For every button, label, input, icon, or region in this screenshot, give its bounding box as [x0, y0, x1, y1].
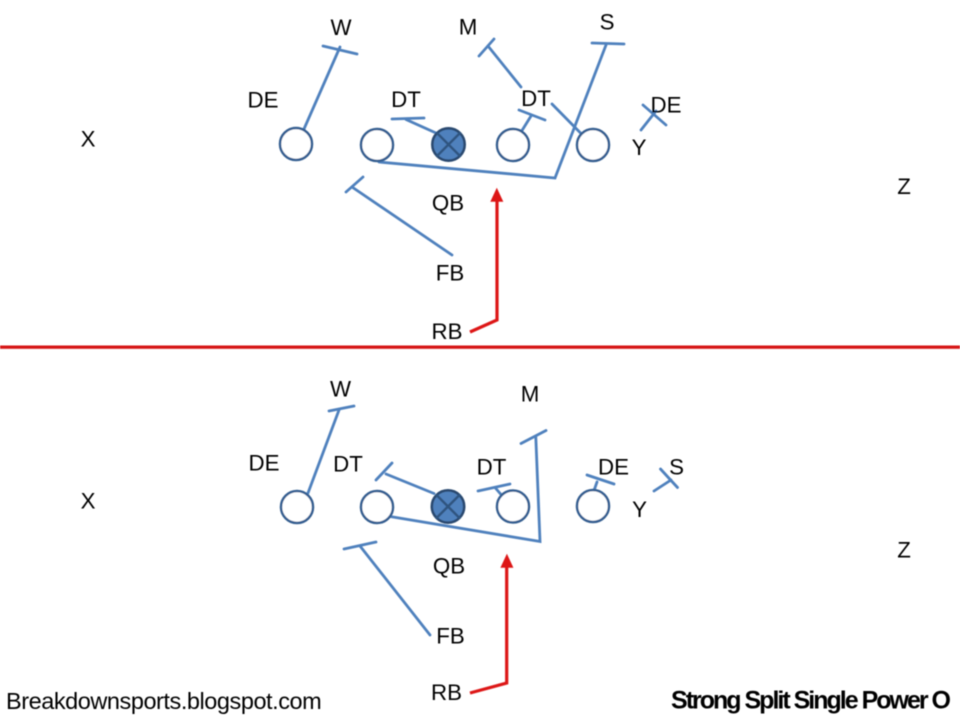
- svg-text:DE: DE: [248, 88, 279, 113]
- svg-text:W: W: [330, 377, 351, 402]
- svg-text:Breakdownsports.blogspot.com: Breakdownsports.blogspot.com: [6, 688, 321, 714]
- svg-text:DT: DT: [521, 86, 551, 111]
- svg-text:RB: RB: [432, 319, 463, 344]
- svg-text:S: S: [669, 455, 684, 480]
- svg-text:FB: FB: [436, 624, 465, 649]
- svg-text:FB: FB: [436, 261, 465, 286]
- svg-text:RB: RB: [431, 680, 462, 705]
- svg-text:S: S: [600, 10, 615, 35]
- svg-text:QB: QB: [433, 554, 465, 579]
- svg-text:W: W: [330, 15, 351, 40]
- svg-text:DE: DE: [651, 93, 682, 118]
- svg-text:Strong Split Single Power O: Strong Split Single Power O: [671, 687, 951, 715]
- svg-text:X: X: [81, 489, 96, 514]
- svg-text:QB: QB: [432, 191, 464, 216]
- svg-text:Y: Y: [632, 135, 647, 160]
- svg-text:Z: Z: [897, 538, 911, 563]
- svg-text:X: X: [81, 127, 96, 152]
- svg-text:DE: DE: [249, 451, 280, 476]
- svg-text:DE: DE: [598, 455, 629, 480]
- svg-text:DT: DT: [391, 87, 421, 112]
- svg-text:Z: Z: [897, 174, 911, 199]
- svg-text:Y: Y: [632, 497, 647, 522]
- svg-text:M: M: [459, 15, 478, 40]
- svg-text:DT: DT: [333, 452, 363, 477]
- svg-text:DT: DT: [477, 455, 507, 480]
- svg-text:M: M: [521, 382, 540, 407]
